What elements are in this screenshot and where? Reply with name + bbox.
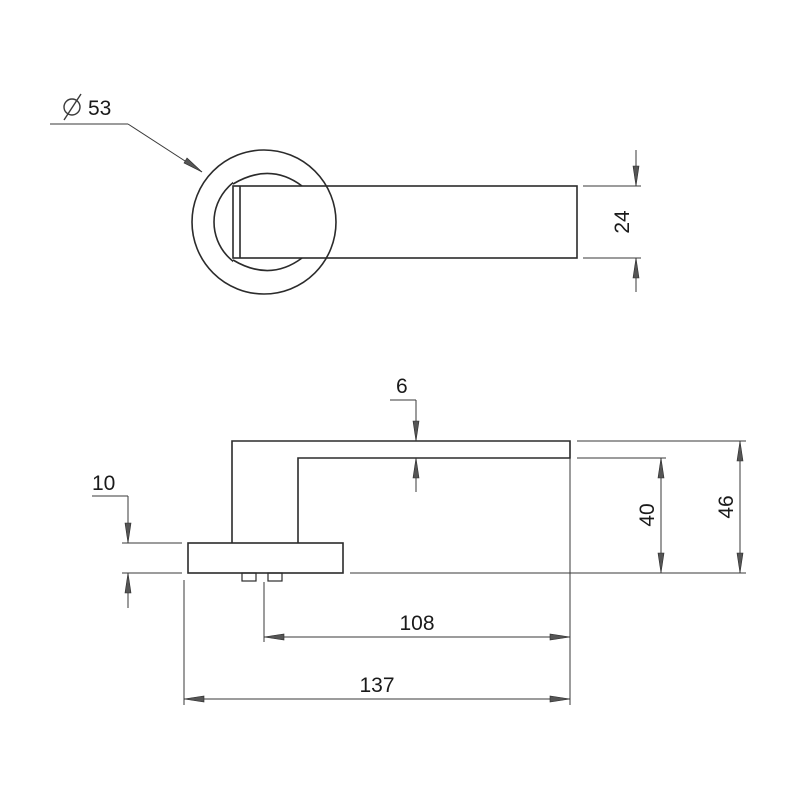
arrow-width-bottom — [632, 257, 640, 279]
rose-base — [187, 542, 344, 574]
lever-top-view — [232, 185, 578, 259]
dim-rose-diameter: 53 — [88, 97, 111, 120]
arrow-10-bottom — [124, 572, 132, 594]
arrow-6-top — [412, 420, 420, 442]
rose-inner-circle — [213, 181, 233, 263]
arrow-width-top — [632, 165, 640, 187]
dim-rose-thickness: 10 — [92, 472, 115, 495]
arrow-46-bottom — [736, 552, 744, 574]
top-view: 53 24 — [50, 93, 641, 295]
dim-lever-thickness: 6 — [396, 375, 408, 398]
arrow-6-bottom — [412, 457, 420, 479]
dim-overall-length: 137 — [359, 674, 394, 697]
rose-inner-arc-bottom — [232, 257, 303, 272]
arrow-40-top — [657, 457, 665, 479]
arrow-108-left — [263, 633, 285, 641]
dim-lever-width: 24 — [611, 210, 634, 234]
arrow-137-left — [183, 695, 205, 703]
lever-side-profile — [231, 440, 571, 543]
arrow-108-right — [549, 633, 571, 641]
dim-lever-height-inner: 40 — [636, 503, 659, 526]
arrow-40-bottom — [657, 552, 665, 574]
screw-left — [241, 572, 257, 582]
dim-projection: 108 — [399, 612, 434, 635]
arrow-46-top — [736, 440, 744, 462]
rose-inner-arc-top — [232, 172, 303, 187]
dim-lever-height-total: 46 — [715, 495, 738, 518]
diameter-leader-arrow — [183, 157, 203, 173]
screw-right — [267, 572, 283, 582]
diameter-symbol — [63, 93, 82, 121]
rose-outer-circle — [191, 149, 337, 295]
side-view: 6 10 40 46 108 — [92, 375, 746, 705]
arrow-137-right — [549, 695, 571, 703]
arrow-10-top — [124, 522, 132, 544]
